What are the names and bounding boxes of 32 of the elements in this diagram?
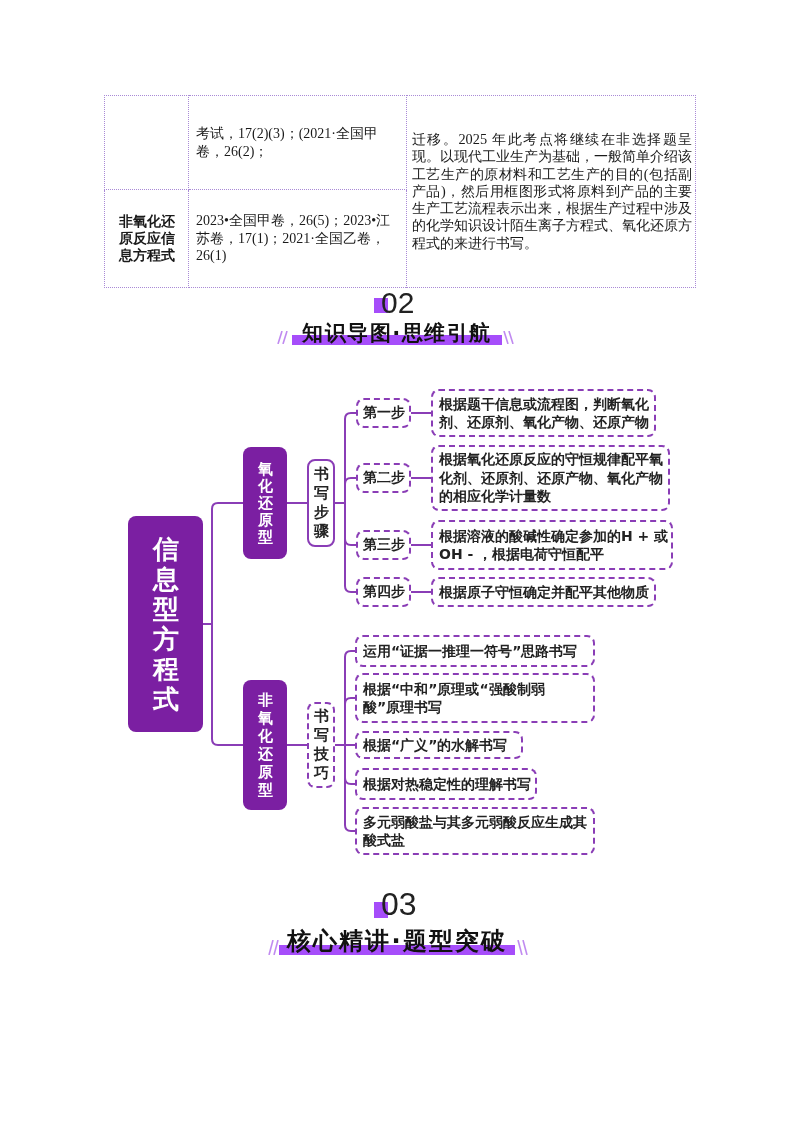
- connector-line: [334, 502, 357, 593]
- table-cell: 非氧化还原反应信息方程式: [104, 189, 189, 288]
- connector-line: [410, 591, 432, 593]
- category-box: 氧化还原型: [243, 447, 287, 559]
- table-cell: 迁移。2025 年此考点将继续在非选择题呈现。以现代工业生产为基础，一般简单介绍该工艺生产的原材料和工艺生产的目的(包括副产品)，然后用框图形式将原料到产品的主要生产工艺流程表示出来，根据生产过程中涉及的化学知识设计陌生离子方程式、氧化还原方程式的来进行书写。: [406, 95, 696, 288]
- detail-box: 根据对热稳定性的理解书写: [355, 768, 537, 800]
- table-cell: 考试，17(2)(3)；(2021·全国甲卷，26(2)；: [188, 95, 407, 190]
- detail-box: 根据题干信息或流程图，判断氧化剂、还原剂、氧化产物、还原产物: [431, 389, 656, 437]
- subtopic-box: 书写步骤: [307, 459, 335, 547]
- section-number: 03: [381, 888, 417, 920]
- detail-box: 根据溶液的酸碱性确定参加的H + 或OH - ，根据电荷守恒配平: [431, 520, 673, 570]
- detail-box: 多元弱酸盐与其多元弱酸反应生成其酸式盐: [355, 807, 595, 855]
- detail-box: 运用“证据一推理一符号”思路书写: [355, 635, 595, 667]
- connector-line: [286, 502, 308, 504]
- category-box: 非氧化还原型: [243, 680, 287, 810]
- connector-line: [286, 744, 308, 746]
- topic-box: 信息型方程式: [128, 516, 203, 732]
- detail-box: 根据原子守恒确定并配平其他物质: [431, 577, 656, 607]
- detail-box: 根据“中和”原理或“强酸制弱酸”原理书写: [355, 673, 595, 723]
- connector-line: [410, 544, 432, 546]
- step-box: 第一步: [356, 398, 411, 428]
- step-box: 第二步: [356, 463, 411, 493]
- connector-line: [410, 477, 432, 479]
- connector-line: [410, 412, 432, 414]
- step-box: 第四步: [356, 577, 411, 607]
- connector-line: [202, 623, 244, 746]
- section-number: 02: [381, 288, 415, 318]
- step-box: 第三步: [356, 530, 411, 560]
- connector-line: [334, 744, 356, 832]
- subtopic-box: 书写技巧: [307, 702, 335, 788]
- detail-box: 根据“广义”的水解书写: [355, 731, 523, 759]
- detail-box: 根据氧化还原反应的守恒规律配平氧化剂、还原剂、还原产物、氧化产物的相应化学计量数: [431, 445, 670, 511]
